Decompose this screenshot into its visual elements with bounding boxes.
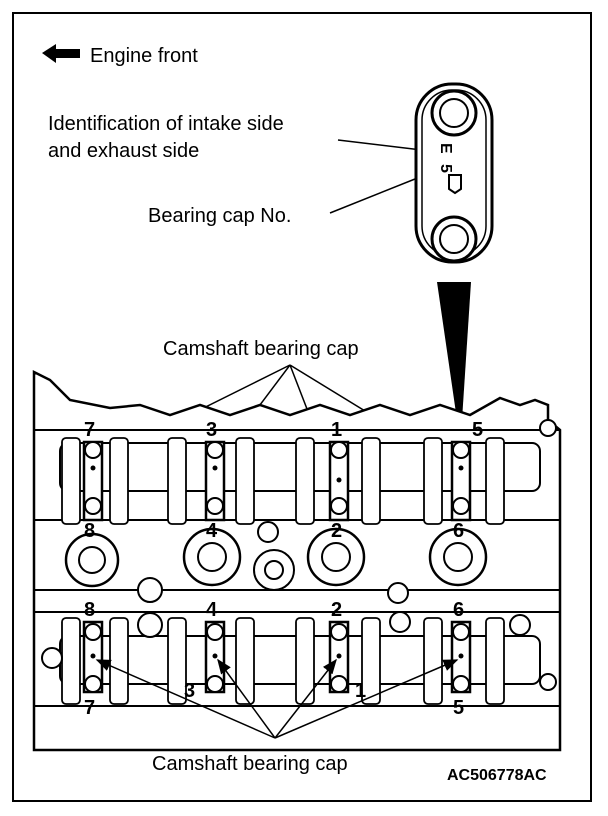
cap-number-lower-bottom-3: 1 [355,680,366,702]
figure-code: AC506778AC [447,767,547,784]
cap-number-upper-top-1: 7 [84,419,95,441]
cap-number-upper-bottom-3: 2 [331,520,342,542]
bearing-cap-no-leader-line [329,172,432,214]
cap-number-lower-bottom-4: 5 [453,697,464,719]
cap-number-lower-bottom-2: 3 [184,680,195,702]
identification-label-line1: Identification of intake side [48,113,284,135]
camshaft-bearing-cap-label-bottom: Camshaft bearing cap [152,753,348,775]
bottom-leader-lines [95,658,459,739]
cap-number-upper-top-2: 3 [206,419,217,441]
identification-label-line2: and exhaust side [48,140,199,162]
engine-front-label: Engine front [90,45,198,67]
cap-number-upper-bottom-2: 4 [206,520,218,542]
cap-number-lower-bottom-1: 7 [84,697,95,719]
cap-marking-letter: E [437,143,454,154]
cap-number-lower-top-3: 2 [331,599,342,621]
bearing-cap-no-label: Bearing cap No. [148,205,291,227]
cap-number-upper-bottom-1: 8 [84,520,95,542]
detail-pointer-wedge [437,282,471,420]
cap-number-lower-top-2: 4 [206,599,218,621]
cap-number-upper-top-3: 1 [331,419,342,441]
cap-number-upper-bottom-4: 6 [453,520,464,542]
engine-front-arrow-icon [42,44,80,63]
cap-number-lower-top-4: 6 [453,599,464,621]
cylinder-head [32,369,562,752]
camshaft-bearing-cap-label-top: Camshaft bearing cap [163,338,359,360]
bearing-cap-detail [414,82,494,264]
cap-marking-number: 5 [437,164,454,173]
cap-number-lower-top-1: 8 [84,599,95,621]
cap-number-upper-top-4: 5 [472,419,483,441]
